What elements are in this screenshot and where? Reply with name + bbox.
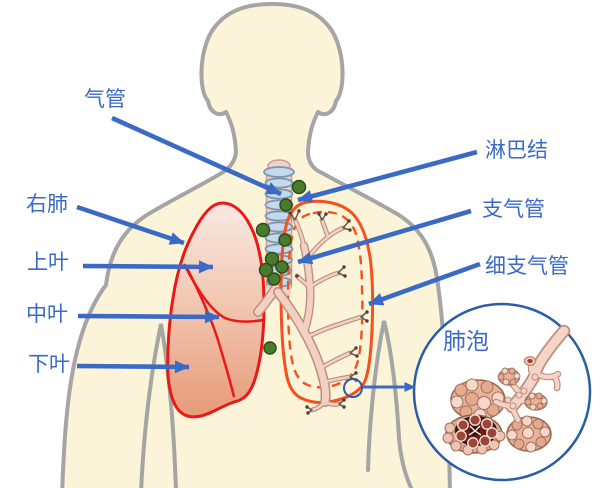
bronchiole-label: 细支气管 <box>485 254 569 278</box>
lymph-node-arrow <box>297 149 478 203</box>
right-lung-label: 右肺 <box>26 192 68 216</box>
inset-bronchiole <box>492 324 571 424</box>
lower-lobe-arrow <box>76 360 190 374</box>
bronchiole-arrow <box>368 261 481 307</box>
right-armpit-crease <box>366 320 414 488</box>
lymph-node <box>291 179 307 195</box>
bronchial-twigs <box>289 210 368 414</box>
alveoli-cluster-small <box>497 367 521 386</box>
trachea-arrow <box>111 115 282 197</box>
left-armpit-crease <box>139 323 178 488</box>
trachea-label: 气管 <box>84 87 126 111</box>
middle-lobe-label: 中叶 <box>26 302 68 326</box>
alveoli-cluster <box>506 415 552 453</box>
lymph-node <box>264 251 280 267</box>
lymph-node <box>279 198 293 212</box>
right-lung-arrow <box>76 204 185 246</box>
alveoli-label: 肺泡 <box>443 329 489 355</box>
lower-lobe-label: 下叶 <box>28 352 70 376</box>
alveoli-cluster <box>450 378 506 422</box>
alveoli-cluster-small <box>524 392 548 411</box>
lymph-node-label: 淋巴结 <box>485 138 548 162</box>
lymph-node <box>255 222 271 238</box>
middle-lobe-arrow <box>77 310 220 324</box>
lymph-node <box>258 262 274 278</box>
diseased-alveoli-cluster <box>442 414 506 456</box>
callout-arrows <box>76 115 481 392</box>
lymph-node <box>267 272 281 286</box>
lymph-nodes <box>255 179 307 355</box>
upper-lobe-label: 上叶 <box>27 250 69 274</box>
upper-lobe-arrow <box>82 260 214 274</box>
right-lung-fissure-oblique <box>184 265 236 398</box>
lymph-node <box>263 341 277 355</box>
alveoli-marker-circle <box>343 378 363 398</box>
bronchus-arrow <box>297 208 472 265</box>
bronchus-label: 支气管 <box>482 197 545 221</box>
lymph-node <box>278 233 292 247</box>
lymph-node <box>275 260 289 274</box>
alveoli-inset <box>412 302 592 482</box>
right-lung <box>166 201 266 419</box>
